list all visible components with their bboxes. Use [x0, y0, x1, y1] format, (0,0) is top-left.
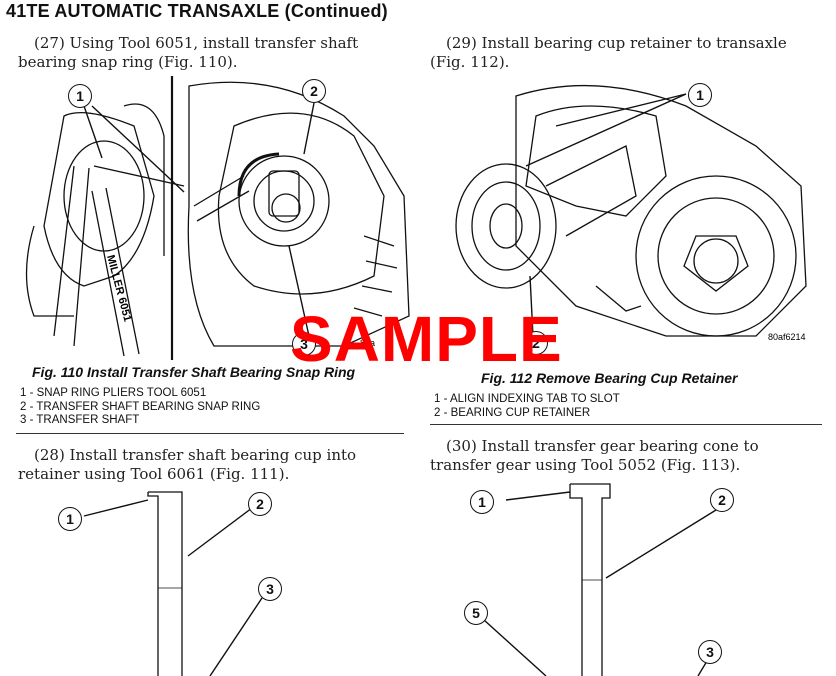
- figure-112: 80af6214: [426, 76, 826, 360]
- fig113-callout-1: 1: [470, 490, 494, 514]
- fig112-legend: 1 - ALIGN INDEXING TAB TO SLOT 2 - BEARI…: [434, 393, 620, 420]
- figure-111: [0, 488, 410, 676]
- legend-item: 1 - SNAP RING PLIERS TOOL 6051: [20, 387, 207, 399]
- legend-item: 2 - BEARING CUP RETAINER: [434, 406, 591, 419]
- fig113-callout-2: 2: [710, 488, 734, 512]
- page-header: 41TE AUTOMATIC TRANSAXLE (Continued): [6, 1, 388, 21]
- step-29: (29) Install bearing cup retainer to tra…: [430, 34, 787, 71]
- fig112-callout-1: 1: [688, 83, 712, 107]
- step-28: (28) Install transfer shaft bearing cup …: [18, 446, 357, 483]
- fig112-code: 80af6214: [768, 332, 806, 342]
- fig111-callout-1: 1: [58, 507, 82, 531]
- legend-item: 1 - ALIGN INDEXING TAB TO SLOT: [434, 393, 620, 405]
- fig112-callout-2: 2: [524, 331, 548, 355]
- legend-item: 2 - TRANSFER SHAFT BEARING SNAP RING: [20, 400, 261, 413]
- fig113-callout-3: 3: [698, 640, 722, 664]
- legend-item: 3 - TRANSFER SHAFT: [20, 414, 140, 426]
- divider: [430, 424, 822, 425]
- fig110-callout-1: 1: [68, 84, 92, 108]
- fig110-code: 80a: [360, 338, 375, 348]
- figure-113: [426, 480, 836, 676]
- tool-label: MILLER 6051: [104, 254, 133, 323]
- fig110-caption: Fig. 110 Install Transfer Shaft Bearing …: [32, 364, 356, 380]
- step-27: (27) Using Tool 6051, install transfer s…: [18, 34, 359, 71]
- fig110-callout-2: 2: [302, 79, 326, 103]
- divider: [16, 433, 404, 434]
- fig110-legend: 1 - SNAP RING PLIERS TOOL 6051 2 - TRANS…: [20, 387, 260, 428]
- fig111-callout-3: 3: [258, 577, 282, 601]
- fig111-callout-2: 2: [248, 492, 272, 516]
- fig113-callout-5: 5: [464, 601, 488, 625]
- fig110-callout-3: 3: [292, 332, 316, 356]
- fig112-caption: Fig. 112 Remove Bearing Cup Retainer: [481, 370, 738, 386]
- step-30: (30) Install transfer gear bearing cone …: [430, 437, 759, 474]
- figure-110: MILLER 6051 80a: [14, 76, 412, 360]
- sample-watermark: SAMPLE: [290, 303, 563, 375]
